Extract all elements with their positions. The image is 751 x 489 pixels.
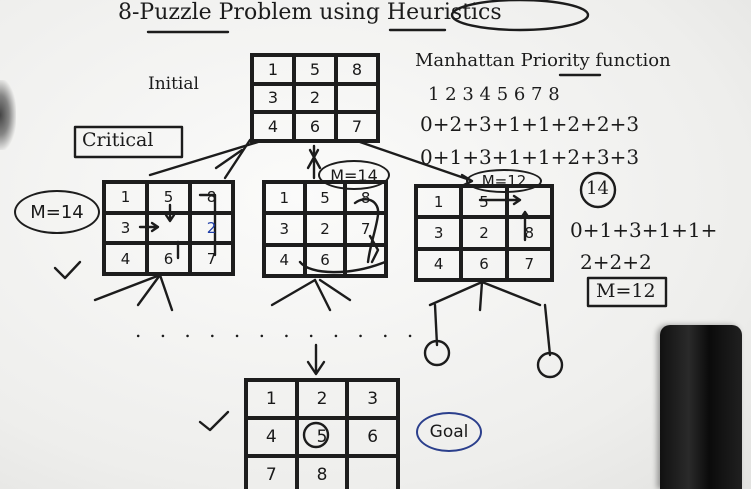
manhattan-row-1: 0+2+3+1+1+2+2+3 [420,112,640,136]
child-left-tile: 8 [190,182,233,213]
final-m-value: M=12 [596,280,656,302]
child-mid-tile: 4 [264,244,305,276]
child-left-tile: 6 [147,243,190,274]
child-left-tile: 3 [104,212,147,244]
continuation-dots: . . . . . . . . . . . . [135,318,420,342]
goal-tile: 2 [296,380,348,418]
manhattan-calc-2: 2+2+2 [580,250,652,274]
board-title: 8-Puzzle Problem using Heuristics [118,0,502,25]
manhattan-row-2: 0+1+3+1+1+2+3+3 [420,145,640,169]
goal-grid: 1 2 3 4 5 6 7 8 [244,378,400,489]
child-right-tile: 8 [506,217,552,249]
child-mid-tile: 2 [304,213,346,245]
child-mid-tile [345,244,386,276]
child-right-tile: 2 [461,217,507,249]
child-left-tile [147,212,190,244]
left-edge-shadow [0,80,16,150]
goal-tile [347,456,398,489]
initial-tile: 1 [252,55,294,84]
goal-tile: 8 [296,456,348,489]
initial-tile: 3 [252,83,294,113]
child-grid-left: 1 5 8 3 2 4 6 7 [102,180,235,276]
child-grid-mid: 1 5 8 3 2 7 4 6 [262,180,388,278]
child-left-tile: 4 [104,243,147,274]
child-mid-tile: 1 [264,182,305,214]
marker-object [660,325,742,489]
goal-tile: 4 [246,418,297,456]
goal-tile: 7 [246,456,297,489]
child-right-tile [506,186,552,218]
total-fourteen: 14 [586,178,609,199]
child-left-tile: 7 [190,243,233,274]
child-mid-tile: 6 [304,244,346,276]
manhattan-calc-1: 0+1+3+1+1+ [570,218,718,242]
child-grid-right: 1 5 3 2 8 4 6 7 [414,184,554,282]
child-left-tile: 1 [104,182,147,213]
child-mid-tile: 8 [345,182,386,214]
manhattan-title: Manhattan Priority function [415,50,671,71]
goal-tile: 5 [296,418,348,456]
initial-grid: 1 5 8 3 2 4 6 7 [250,53,380,143]
manhattan-tile-numbers: 1 2 3 4 5 6 7 8 [428,84,560,105]
m-badge-left: M=14 [14,190,100,234]
initial-tile: 7 [336,112,378,141]
goal-badge: Goal [416,412,482,452]
initial-tile: 4 [252,112,294,141]
initial-tile: 2 [294,83,336,113]
child-left-tile: 5 [147,182,190,213]
child-right-tile: 4 [416,248,462,280]
child-right-tile: 1 [416,186,462,218]
child-right-tile: 6 [461,248,507,280]
child-right-tile: 3 [416,217,462,249]
child-mid-tile: 7 [345,213,386,245]
child-right-tile: 5 [461,186,507,218]
initial-tile: 6 [294,112,336,141]
m-badge-mid: M=14 [318,160,390,190]
child-right-tile: 7 [506,248,552,280]
child-left-tile: 2 [190,212,233,244]
initial-tile: 5 [294,55,336,84]
goal-tile: 1 [246,380,297,418]
critical-label: Critical [82,129,154,151]
child-mid-tile: 3 [264,213,305,245]
initial-tile [336,83,378,113]
goal-tile: 3 [347,380,398,418]
initial-tile: 8 [336,55,378,84]
initial-label: Initial [148,74,199,94]
child-mid-tile: 5 [304,182,346,214]
goal-tile: 6 [347,418,398,456]
